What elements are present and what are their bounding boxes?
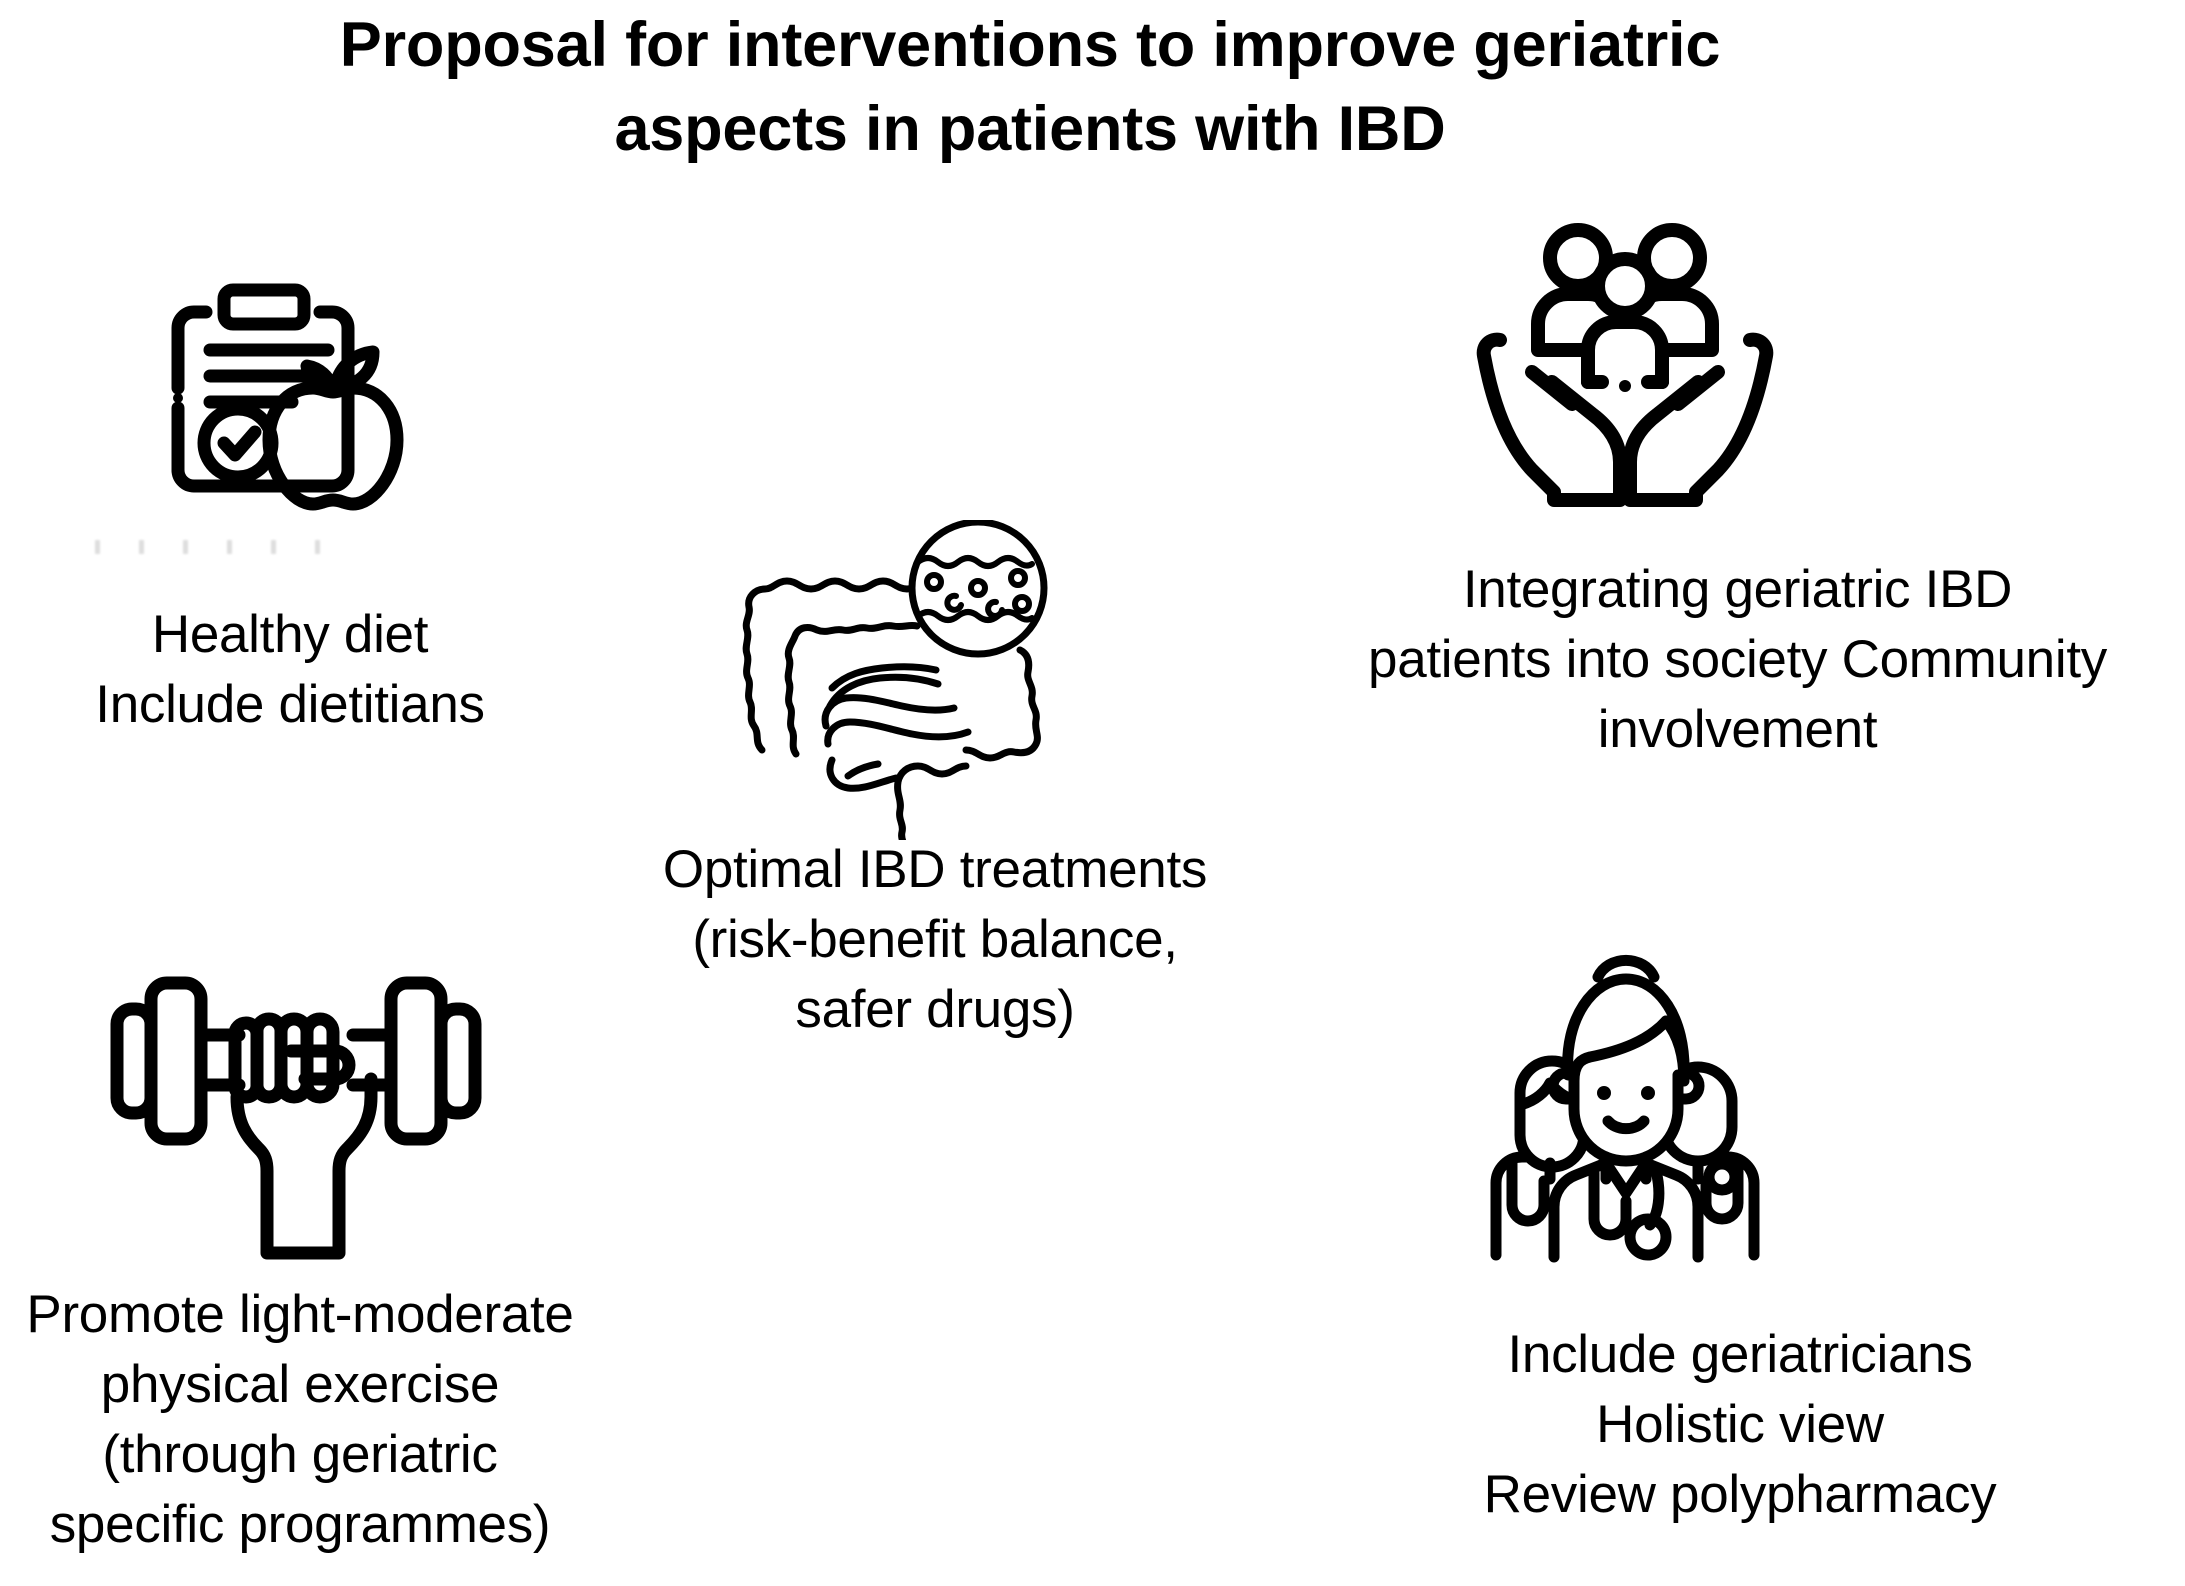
- caption-line: involvement: [1597, 699, 1878, 759]
- caption-line: specific programmes): [49, 1494, 551, 1554]
- scan-artifact: [95, 540, 355, 554]
- caption-line: safer drugs): [795, 979, 1075, 1039]
- caption-community-involvement: Integrating geriatric IBD patients into …: [1290, 555, 2185, 765]
- figure-title: Proposal for interventions to improve ge…: [0, 4, 2060, 172]
- caption-line: physical exercise: [100, 1354, 500, 1414]
- caption-geriatricians: Include geriatricians Holistic view Revi…: [1300, 1320, 2180, 1530]
- caption-physical-exercise: Promote light-moderate physical exercise…: [0, 1280, 600, 1560]
- caption-line: Promote light-moderate: [26, 1285, 574, 1344]
- caption-line: Include dietitians: [95, 674, 485, 734]
- caption-line: Review polypharmacy: [1483, 1464, 1997, 1524]
- clipboard-apple-icon: [128, 238, 428, 538]
- caption-line: Integrating geriatric IBD: [1462, 560, 2013, 619]
- caption-line: (risk-benefit balance,: [692, 909, 1178, 969]
- dumbbell-hand-icon: [95, 955, 495, 1260]
- caption-healthy-diet: Healthy diet Include dietitians: [0, 600, 580, 740]
- caption-line: (through geriatric: [102, 1424, 498, 1484]
- caption-line: patients into society Community: [1368, 629, 2107, 689]
- figure-title-line-1: Proposal for interventions to improve ge…: [339, 10, 1721, 80]
- caption-line: Healthy diet: [151, 605, 429, 664]
- caption-line: Holistic view: [1596, 1394, 1884, 1454]
- intestine-magnifier-icon: [720, 520, 1070, 840]
- caption-line: Optimal IBD treatments: [662, 840, 1208, 899]
- medical-team-icon: [1450, 925, 1800, 1265]
- figure-title-line-2: aspects in patients with IBD: [614, 93, 1446, 164]
- hands-holding-people-icon: [1470, 210, 1780, 510]
- caption-line: Include geriatricians: [1507, 1325, 1973, 1384]
- caption-optimal-treatments: Optimal IBD treatments (risk-benefit bal…: [565, 835, 1305, 1045]
